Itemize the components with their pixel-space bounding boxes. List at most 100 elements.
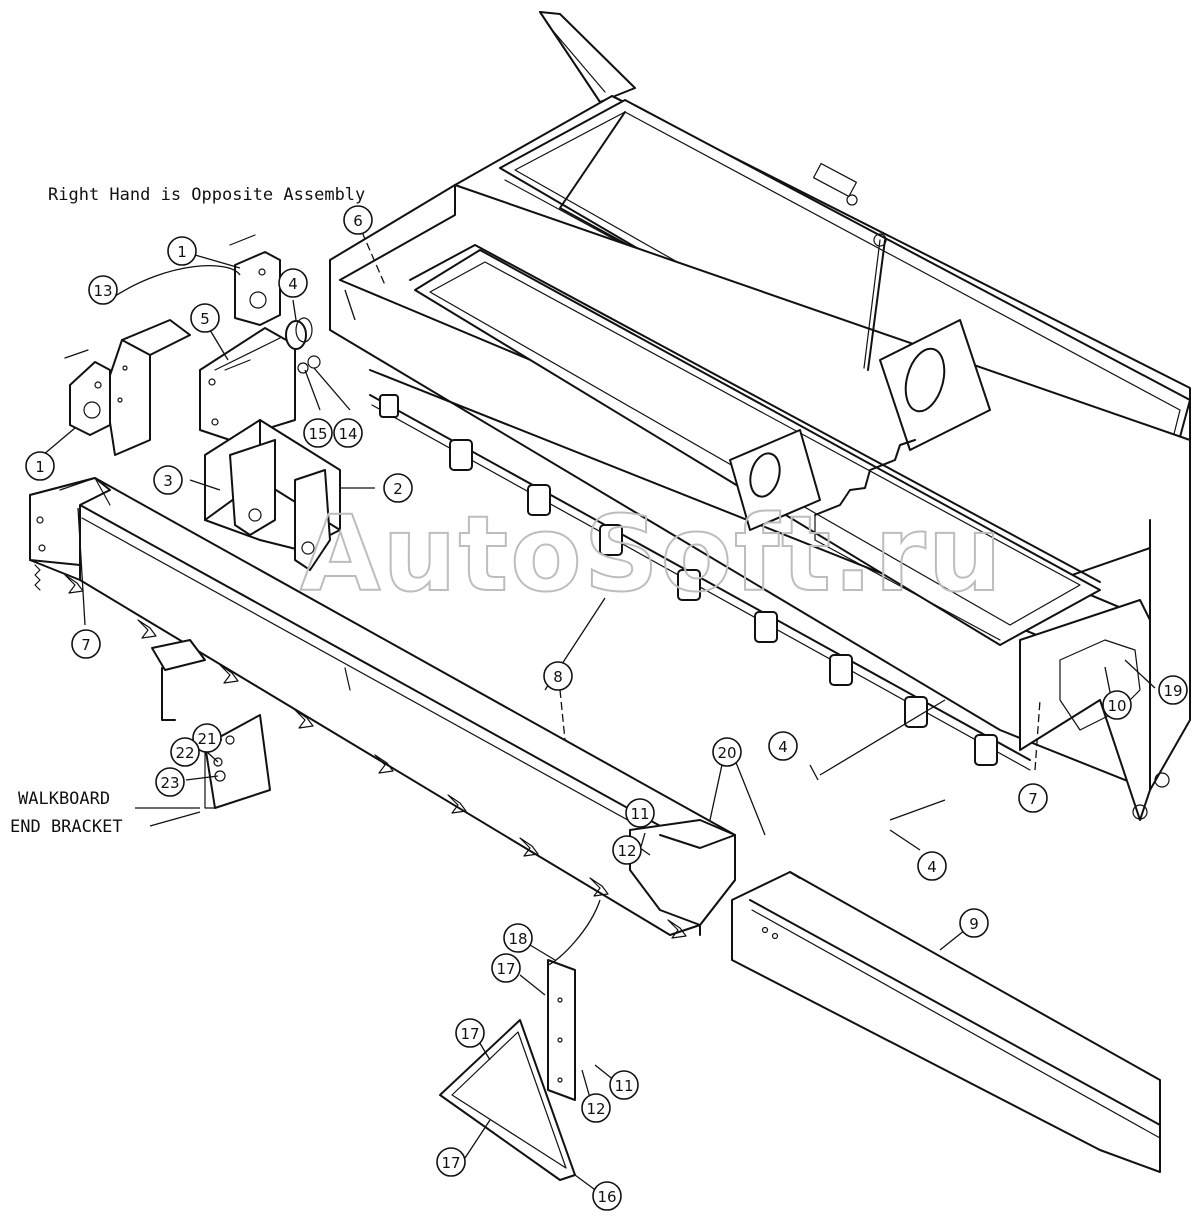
callout-number: 20	[717, 744, 736, 762]
callout-circle	[1158, 675, 1188, 705]
walkboard-label-line2: END BRACKET	[10, 817, 123, 837]
callout-number: 8	[553, 668, 563, 686]
callout-c4c: 4	[917, 851, 947, 881]
callout-c20: 20	[712, 737, 742, 767]
callout-c14: 14	[333, 418, 363, 448]
callout-c8: 8	[543, 661, 573, 691]
callout-c3: 3	[153, 465, 183, 495]
callout-circle	[609, 1070, 639, 1100]
callout-c16: 16	[592, 1181, 622, 1211]
metering-brackets	[379, 394, 998, 766]
bumper-13	[104, 319, 191, 456]
callout-circle	[625, 798, 655, 828]
walkboard-right	[731, 871, 1161, 1173]
callout-number: 13	[93, 282, 112, 300]
callout-circle	[25, 451, 55, 481]
callout-circle	[768, 731, 798, 761]
callout-c4b: 4	[768, 731, 798, 761]
callout-number: 4	[778, 738, 788, 756]
callout-circle	[167, 236, 197, 266]
callout-c1a: 1	[167, 236, 197, 266]
callout-number: 6	[353, 212, 363, 230]
callout-circle	[712, 737, 742, 767]
callout-number: 7	[81, 636, 91, 654]
leader-lines	[42, 231, 1156, 1193]
callout-circle	[343, 205, 373, 235]
callout-c17a: 17	[491, 953, 521, 983]
callout-circle	[917, 851, 947, 881]
callout-circle	[592, 1181, 622, 1211]
callout-c12a: 12	[612, 835, 642, 865]
callout-circle	[192, 723, 222, 753]
hopper-box	[329, 11, 1191, 821]
callout-c2: 2	[383, 473, 413, 503]
assembly-note: Right Hand is Opposite Assembly	[48, 185, 365, 205]
callout-number: 1	[35, 458, 45, 476]
callout-c23: 23	[155, 767, 185, 797]
callout-number: 9	[969, 915, 979, 933]
hinge-strap-1-upper	[229, 234, 281, 326]
walkboard-left	[29, 477, 736, 936]
callout-circle	[543, 661, 573, 691]
callout-c22: 22	[170, 737, 200, 767]
callout-circle	[88, 275, 118, 305]
callout-c17c: 17	[436, 1147, 466, 1177]
callout-circle	[190, 303, 220, 333]
callout-circle	[153, 465, 183, 495]
hinge-strap-1-lower	[64, 349, 111, 436]
callout-circle	[1102, 690, 1132, 720]
callout-c9: 9	[959, 908, 989, 938]
callout-number: 7	[1028, 790, 1038, 808]
callout-circle	[155, 767, 185, 797]
callout-number: 17	[460, 1025, 479, 1043]
callout-circle	[491, 953, 521, 983]
callout-c7a: 7	[71, 629, 101, 659]
callout-circle	[278, 268, 308, 298]
callout-c15: 15	[303, 418, 333, 448]
callout-circle	[383, 473, 413, 503]
callout-circle	[1018, 783, 1048, 813]
callout-c17b: 17	[455, 1018, 485, 1048]
callout-number: 11	[630, 805, 649, 823]
callout-number: 1	[177, 243, 187, 261]
callout-c6: 6	[343, 205, 373, 235]
callout-number: 14	[338, 425, 357, 443]
callout-number: 23	[160, 774, 179, 792]
callout-number: 22	[175, 744, 194, 762]
callout-number: 17	[496, 960, 515, 978]
callout-circle	[170, 737, 200, 767]
callout-c4a: 4	[278, 268, 308, 298]
bracket-plate-5	[199, 327, 296, 441]
callout-number: 12	[586, 1100, 605, 1118]
callout-number: 21	[197, 730, 216, 748]
callout-c11a: 11	[625, 798, 655, 828]
callout-circle	[612, 835, 642, 865]
spout-nozzles	[64, 574, 687, 939]
callout-c21: 21	[192, 723, 222, 753]
watermark: AutoSoft.ru	[300, 493, 1004, 615]
callout-circle	[71, 629, 101, 659]
callout-number: 11	[614, 1077, 633, 1095]
callout-number: 19	[1163, 682, 1182, 700]
callout-c1b: 1	[25, 451, 55, 481]
callout-number: 10	[1107, 697, 1126, 715]
callout-number: 5	[200, 310, 210, 328]
callout-circle	[333, 418, 363, 448]
callout-c19: 19	[1158, 675, 1188, 705]
callout-number: 16	[597, 1188, 616, 1206]
callout-c5: 5	[190, 303, 220, 333]
callout-number: 4	[927, 858, 937, 876]
end-bracket-18	[547, 959, 576, 1101]
mount-bracket-2	[204, 419, 341, 571]
callout-number: 17	[441, 1154, 460, 1172]
spacer-4-upper	[285, 317, 313, 350]
callout-circle	[303, 418, 333, 448]
callout-circle	[581, 1093, 611, 1123]
callout-number: 2	[393, 480, 403, 498]
callout-number: 18	[508, 930, 527, 948]
callout-circle	[959, 908, 989, 938]
callout-c12b: 12	[581, 1093, 611, 1123]
